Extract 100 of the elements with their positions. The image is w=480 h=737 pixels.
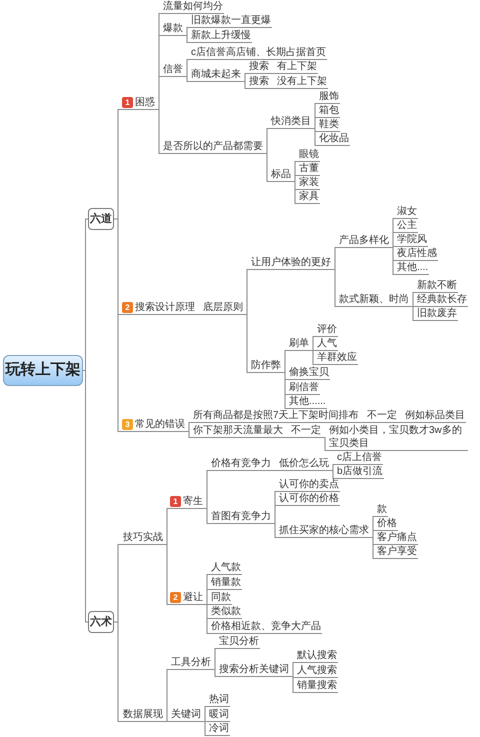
topic-label: 暖词 xyxy=(208,708,230,722)
topic-label: 羊群效应 xyxy=(316,351,358,365)
connector-line xyxy=(202,706,208,722)
connector-line xyxy=(196,314,202,315)
topic-label: 旧款爆款一直更爆 xyxy=(190,14,272,28)
connector-line xyxy=(398,422,404,423)
connector-line xyxy=(410,306,416,321)
topic-label: 经典款长存 xyxy=(416,293,468,307)
topic-label: 防作弊 xyxy=(250,359,282,373)
topic-label: c店信誉高店铺、长期占据首页 xyxy=(190,46,327,60)
connector-line xyxy=(330,464,336,471)
topic-label: 例如标品类目 xyxy=(404,409,466,423)
topic-label: 古董 xyxy=(298,162,320,176)
topic-label: 客户痛点 xyxy=(376,531,418,545)
topic-label: 低价怎么玩 xyxy=(278,457,330,471)
topic-label: 宝贝分析 xyxy=(218,635,260,649)
connector-line xyxy=(164,669,170,722)
topic-label: 不一定 xyxy=(366,409,398,423)
priority-badge: 1 xyxy=(122,97,133,108)
topic-label: 鞋类 xyxy=(318,118,340,132)
topic-label: b店做引流 xyxy=(336,465,384,479)
topic-label: 数据展现 xyxy=(122,708,164,722)
connector-line xyxy=(360,422,366,423)
topic-label: 工具分析 xyxy=(170,656,212,670)
topic-label: 热词 xyxy=(208,693,230,707)
topic-label: 你下架那天流量最大 xyxy=(192,424,284,438)
topic-label: 款 xyxy=(376,503,388,517)
connector-line xyxy=(204,604,210,634)
main-topic-box: 六术 xyxy=(88,611,114,633)
topic-label: 销量款 xyxy=(210,576,242,590)
priority-badge: 2 xyxy=(170,592,181,603)
connector-line xyxy=(212,669,218,677)
root-topic-box: 玩转上下架 xyxy=(3,355,83,386)
topic-label: 服饰 xyxy=(318,90,340,104)
topic-label: 箱包 xyxy=(318,104,340,118)
topic-label: 销量搜索 xyxy=(296,679,338,693)
topic-label: 快消类目 xyxy=(270,115,312,129)
connector-line xyxy=(282,350,288,373)
topic-label: 淑女 xyxy=(396,205,418,219)
topic-label: 眼镜 xyxy=(298,148,320,162)
topic-label: 有上下架 xyxy=(276,60,318,74)
topic-label: 搜索 xyxy=(248,60,270,74)
topic-label: 是否所以的产品都需要 xyxy=(162,140,264,154)
topic-label: 偷换宝贝 xyxy=(288,366,330,380)
connector-line xyxy=(82,370,88,622)
topic-label: 搜索分析关键词 xyxy=(218,663,290,677)
topic-label: 让用户体验的更好 xyxy=(250,256,332,270)
topic-label: 技巧实战 xyxy=(122,531,164,545)
connector-line xyxy=(184,76,190,82)
topic-label: 同款 xyxy=(210,591,232,605)
topic-label: 刷信誉 xyxy=(288,381,320,395)
connector-line xyxy=(390,246,396,248)
topic-label: 价格相近款、竞争大产品 xyxy=(210,620,322,634)
topic-label: 夜店性感 xyxy=(396,247,438,261)
topic-label: 公主 xyxy=(396,219,418,233)
connector-line xyxy=(282,372,288,409)
connector-line xyxy=(204,589,210,605)
connector-line xyxy=(114,218,122,432)
branch-topic xyxy=(122,301,196,315)
connector-line xyxy=(244,269,250,315)
priority-badge: 1 xyxy=(170,496,181,507)
connector-line xyxy=(184,27,190,36)
topic-label: 商城未起来 xyxy=(190,68,242,82)
topic-label: 首图有竞争力 xyxy=(210,510,272,524)
connector-line xyxy=(332,269,338,307)
connector-line xyxy=(310,336,316,351)
topic-label: 刷单 xyxy=(288,337,310,351)
topic-label: 寄生 xyxy=(183,495,203,508)
topic-label: 默认搜索 xyxy=(296,649,338,663)
topic-label: 评价 xyxy=(316,323,338,337)
connector-line xyxy=(186,422,192,432)
topic-label: c店上信誉 xyxy=(336,451,383,465)
connector-line xyxy=(292,181,298,204)
connector-line xyxy=(284,437,290,438)
connector-line xyxy=(82,218,88,371)
topic-label: 不一定 xyxy=(290,424,322,438)
connector-line xyxy=(292,175,298,182)
connector-line xyxy=(242,73,248,82)
connector-line xyxy=(390,247,396,275)
topic-label: 价格 xyxy=(376,517,398,531)
topic-label: 新款上升缓慢 xyxy=(190,29,252,43)
topic-label: 爆款 xyxy=(162,22,184,36)
topic-label: 家装 xyxy=(298,176,320,190)
connector-line xyxy=(184,59,190,77)
topic-label: 人气 xyxy=(316,337,338,351)
connector-line xyxy=(270,73,276,74)
topic-label: 搜索设计原理 xyxy=(135,301,195,314)
main-topic-box: 六道 xyxy=(88,208,114,230)
topic-label: 价格有竞争力 xyxy=(210,457,272,471)
connector-line xyxy=(272,523,278,538)
topic-label: 款式新颖、时尚 xyxy=(338,293,410,307)
connector-line xyxy=(212,648,218,670)
branch-topic xyxy=(170,495,204,509)
topic-label: 标品 xyxy=(270,168,292,182)
connector-line xyxy=(272,505,278,524)
topic-label: 搜索 xyxy=(248,75,270,89)
topic-label: 抓住买家的核心需求 xyxy=(278,524,370,538)
connector-line xyxy=(370,530,376,538)
connector-line xyxy=(204,508,210,524)
connector-line xyxy=(322,437,328,451)
